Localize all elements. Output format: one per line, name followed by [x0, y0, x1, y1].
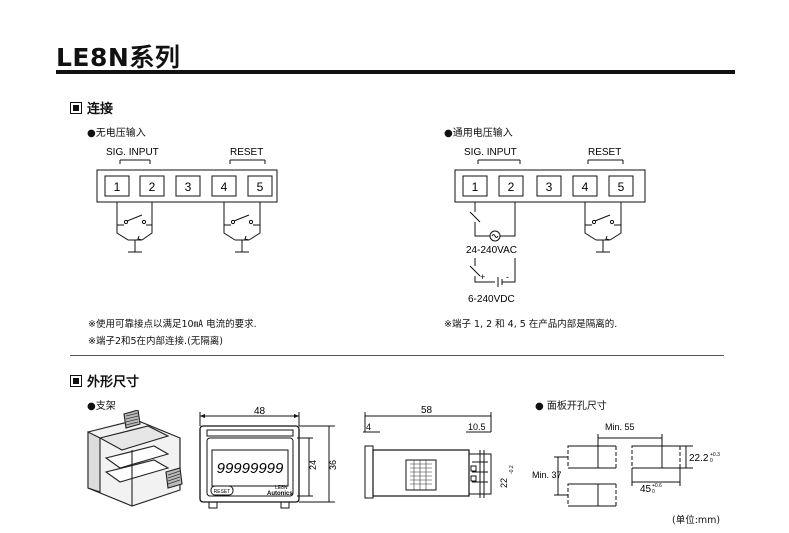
no-voltage-label: ●无电压输入: [87, 128, 146, 139]
reset-switch-circuit: [223, 202, 261, 253]
dc-circuit: [469, 258, 516, 287]
section-divider: [70, 355, 724, 356]
terminal-4: [211, 175, 237, 197]
front-h-outer: 36: [328, 460, 338, 470]
ac-label: 24-240VAC: [466, 245, 517, 256]
lcd-digits: 99999999: [217, 460, 284, 477]
side-height: 22: [499, 478, 509, 488]
connection-heading-text: 连接: [87, 102, 114, 117]
front-brand: Autonics: [267, 491, 293, 497]
ac-circuit: [469, 202, 516, 242]
voltage-diagram: SIG. INPUT RESET 1 2 3 4 5 24-240VAC + -…: [454, 147, 646, 305]
terminal-5b-label: 5: [618, 180, 625, 194]
dc-label: 6-240VDC: [468, 294, 515, 305]
front-view: 48 99999999 RESET LE8N Autonics 24 36: [199, 406, 338, 509]
terminals: 1 2 3 4 5: [104, 175, 273, 197]
terminal-2b: [498, 175, 524, 197]
front-model: LE8N: [275, 485, 288, 491]
note-internal: ※端子2和5在内部连接.(无隔离): [88, 336, 223, 347]
reset-bracket-2: [587, 159, 624, 164]
reset-label: RESET: [230, 147, 263, 158]
cut-h-zero: 0: [710, 458, 713, 464]
sig-input-label-2: SIG. INPUT: [464, 147, 517, 158]
terminal-5b: [608, 175, 634, 197]
terminal-1b: [462, 175, 488, 197]
dc-plus: +: [480, 272, 485, 282]
side-view: 58 4 10.5 22 -0.2: [363, 405, 515, 499]
terminal-1b-label: 1: [472, 180, 479, 194]
terminal-3b: [536, 175, 562, 197]
cut-w-zero: 0: [652, 489, 655, 495]
sig-switch-circuit: [116, 202, 153, 253]
no-voltage-diagram: SIG. INPUT RESET 1 2 3 4 5: [96, 147, 278, 253]
terminal-4b: [572, 175, 598, 197]
side-height-tol: -0.2: [509, 465, 515, 474]
terminal-3-label: 3: [185, 180, 192, 194]
title-rule: [56, 70, 735, 74]
sig-bracket-2: [477, 159, 521, 164]
voltage-label: ●通用电压输入: [444, 128, 513, 139]
cut-h-tol: +0.3: [710, 452, 720, 458]
reset-bracket: [229, 159, 266, 164]
terminal-4-label: 4: [221, 180, 228, 194]
connection-heading: 连接: [70, 98, 113, 117]
terminal-1-label: 1: [114, 180, 121, 194]
dimensions-heading-text: 外形尺寸: [87, 375, 140, 390]
terminal-2: [139, 175, 165, 197]
terminal-block: [96, 169, 278, 203]
dc-minus: -: [506, 272, 509, 282]
side-length: 58: [421, 405, 433, 416]
cut-min-v: Min. 37: [532, 470, 562, 480]
terminal-1: [104, 175, 130, 197]
terminal-5-label: 5: [257, 180, 264, 194]
note-isolated: ※端子 1, 2 和 4, 5 在产品内部是隔离的.: [444, 319, 618, 330]
section-square-icon: [70, 101, 82, 114]
front-h-inner: 24: [308, 460, 318, 470]
sig-input-label: SIG. INPUT: [106, 147, 159, 158]
terminal-5: [247, 175, 273, 197]
sig-bracket: [119, 159, 151, 164]
terminal-3: [175, 175, 201, 197]
bracket-drawing: [87, 410, 183, 507]
cut-h: 22.2: [689, 453, 709, 464]
page-title: LE8N系列: [56, 43, 181, 72]
unit-label: (单位:mm): [672, 515, 721, 526]
panel-cut-view: Min. 55 Min. 37 45 +0.6 0 22.2 +0.3 0: [532, 422, 720, 507]
terminal-4b-label: 4: [582, 180, 589, 194]
front-width: 48: [254, 406, 266, 417]
bracket-label: ●支架: [87, 401, 116, 412]
section-square-icon: [70, 374, 82, 387]
terminal-block-2: [454, 169, 646, 203]
terminals-2: 1 2 3 4 5: [462, 175, 634, 197]
reset-label-2: RESET: [588, 147, 621, 158]
cut-min-h: Min. 55: [605, 422, 635, 432]
cut-w: 45: [640, 484, 652, 495]
reset-switch-circuit-2: [584, 202, 622, 253]
terminal-2b-label: 2: [508, 180, 515, 194]
cut-w-tol: +0.6: [652, 483, 662, 489]
side-front-depth: 4: [366, 422, 371, 432]
terminal-3b-label: 3: [546, 180, 553, 194]
terminal-2-label: 2: [149, 180, 156, 194]
note-current: ※使用可靠接点以满足10㎃ 电流的要求.: [88, 319, 257, 330]
panel-cut-label: ● 面板开孔尺寸: [535, 401, 607, 412]
side-rear-depth: 10.5: [468, 422, 486, 432]
front-reset-btn: RESET: [214, 489, 231, 495]
dimensions-heading: 外形尺寸: [70, 371, 139, 390]
